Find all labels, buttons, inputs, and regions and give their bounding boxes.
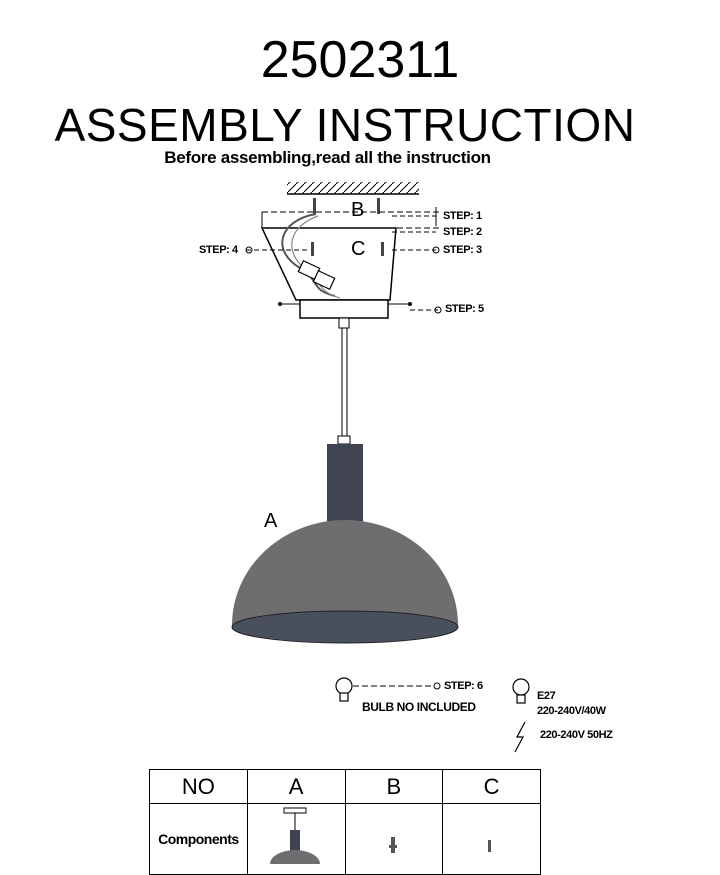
component-b-cell — [344, 803, 444, 875]
lightning-icon — [514, 721, 526, 753]
page-title: ASSEMBLY INSTRUCTION — [54, 99, 636, 151]
header-no: NO — [149, 769, 248, 804]
step-1-label: STEP: 1 — [443, 210, 482, 222]
component-c-cell — [442, 803, 541, 875]
lightbulb-icon — [512, 678, 530, 704]
step-4-label: STEP: 4 — [199, 244, 238, 256]
table-row: Components — [149, 803, 541, 875]
ceiling — [287, 182, 419, 195]
spec-power: 220-240V/40W — [537, 705, 606, 717]
pendant-lamp-a — [231, 444, 459, 644]
lamp-stem — [327, 444, 363, 524]
screw-c-left — [311, 242, 314, 256]
spec-supply: 220-240V 50HZ — [540, 729, 613, 741]
page-subtitle: Before assembling,read all the instructi… — [164, 148, 491, 167]
bulb-note: BULB NO INCLUDED — [362, 700, 476, 714]
header-b: B — [344, 769, 444, 804]
model-number: 2502311 — [260, 31, 460, 89]
spec-socket: E27 — [537, 690, 556, 702]
components-table: NO A B C Components — [149, 769, 541, 875]
ceiling-screw-left — [313, 198, 316, 214]
header-a: A — [246, 769, 346, 804]
bulb-icon — [335, 677, 441, 702]
canopy — [260, 227, 412, 319]
step-2-label: STEP: 2 — [443, 226, 482, 238]
ceiling-screw-right — [377, 198, 380, 214]
step-3-label: STEP: 3 — [443, 244, 482, 256]
part-label-b: B — [351, 199, 365, 221]
header-c: C — [442, 769, 541, 804]
lamp-shade-opening — [231, 610, 459, 644]
lamp-shade — [232, 520, 458, 625]
electrical-wires — [281, 213, 341, 299]
part-label-c: C — [351, 238, 366, 260]
step-5-label: STEP: 5 — [445, 303, 484, 315]
row-label-components: Components — [149, 803, 248, 875]
screw-c-right — [381, 242, 384, 256]
step-leaders — [245, 207, 442, 314]
table-header-row: NO A B C — [149, 769, 541, 804]
part-label-a: A — [264, 510, 278, 532]
suspension-cable — [337, 317, 351, 445]
step-6-label: STEP: 6 — [444, 680, 483, 692]
